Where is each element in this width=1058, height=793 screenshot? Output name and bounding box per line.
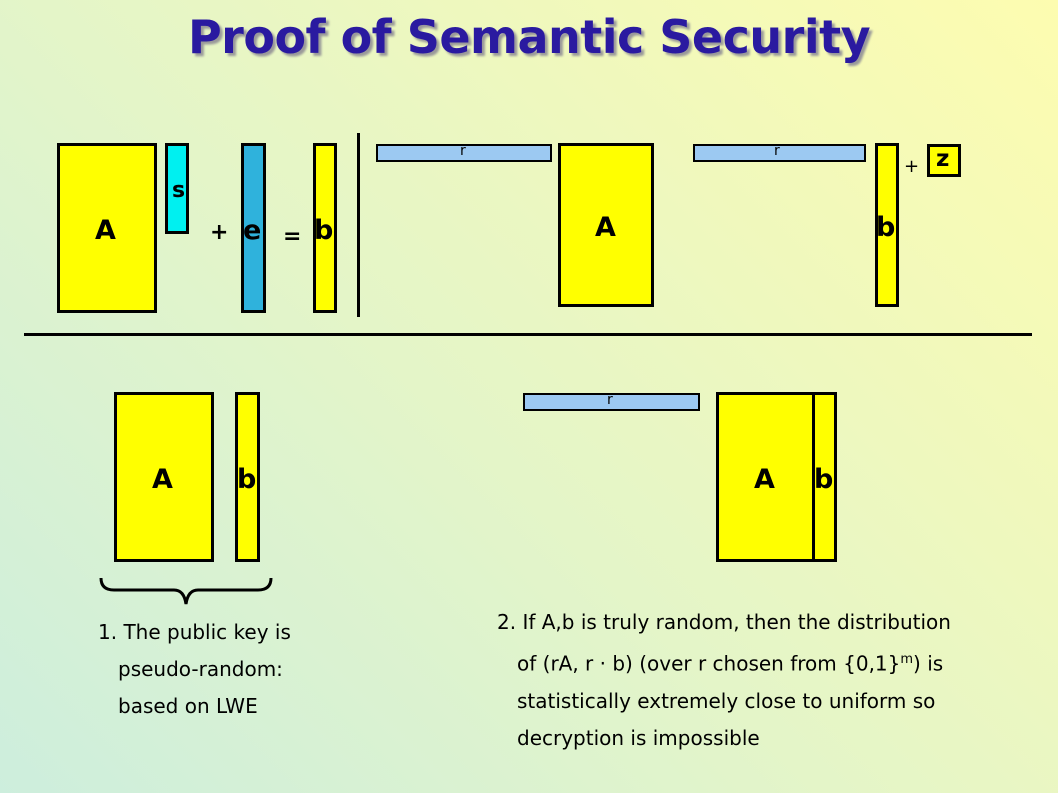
note-1-line-2: pseudo-random: — [118, 657, 283, 681]
vector-r-2-label: r — [774, 143, 780, 159]
vector-s-label: s — [172, 178, 186, 203]
vector-r-1 — [376, 144, 552, 162]
note-2-line-2-post: ) is — [913, 651, 944, 676]
matrix-A-encrypt-label: A — [595, 212, 616, 243]
horizontal-divider — [24, 333, 1032, 336]
vector-b-random — [812, 392, 837, 562]
note-2-line-2-sup: m — [900, 652, 914, 667]
vector-b-encrypt-label: b — [876, 212, 896, 243]
vector-b-label: b — [314, 215, 334, 246]
note-1-line-3: based on LWE — [118, 694, 258, 718]
vector-b-public-key-label: b — [237, 464, 257, 495]
curly-brace — [99, 577, 273, 605]
matrix-A-label: A — [95, 215, 116, 246]
matrix-A-public-key — [114, 392, 214, 562]
plus-sign-small: + — [904, 156, 920, 177]
note-1: 1. The public key is pseudo-random: base… — [98, 614, 291, 725]
note-2-line-2-pre: of (rA, r · b) (over r chosen from {0,1} — [517, 651, 901, 676]
vector-b-encrypt — [875, 143, 899, 307]
note-2-line-3: statistically extremely close to uniform… — [517, 688, 936, 713]
note-2: 2. If A,b is truly random, then the dist… — [497, 604, 951, 757]
equals-sign: = — [283, 224, 302, 249]
vector-b-public-key — [235, 392, 260, 562]
plus-sign: + — [210, 220, 229, 245]
scalar-z — [927, 144, 961, 177]
matrix-A-public-key-label: A — [152, 464, 173, 495]
scalar-z-label: z — [936, 146, 950, 172]
vector-r-3-label: r — [607, 392, 613, 408]
vector-e-label: e — [243, 215, 262, 246]
vector-b-random-label: b — [814, 464, 834, 495]
vector-b-keygen — [313, 143, 337, 313]
matrix-A-encrypt — [558, 143, 654, 307]
vector-r-3 — [523, 393, 700, 411]
matrix-A-random — [716, 392, 815, 562]
note-2-line-4: decryption is impossible — [517, 725, 760, 750]
note-2-line-2: of (rA, r · b) (over r chosen from {0,1}… — [497, 641, 951, 683]
note-2-line-1: 2. If A,b is truly random, then the dist… — [497, 610, 951, 634]
vector-r-1-label: r — [460, 143, 466, 159]
slide-title: Proof of Semantic Security — [187, 10, 871, 64]
note-1-line-1: 1. The public key is — [98, 620, 291, 644]
vector-s — [165, 143, 189, 234]
vertical-divider — [357, 133, 360, 317]
matrix-A-keygen — [57, 143, 157, 313]
matrix-A-random-label: A — [754, 464, 775, 495]
vector-e — [241, 143, 266, 313]
vector-r-2 — [693, 144, 866, 162]
